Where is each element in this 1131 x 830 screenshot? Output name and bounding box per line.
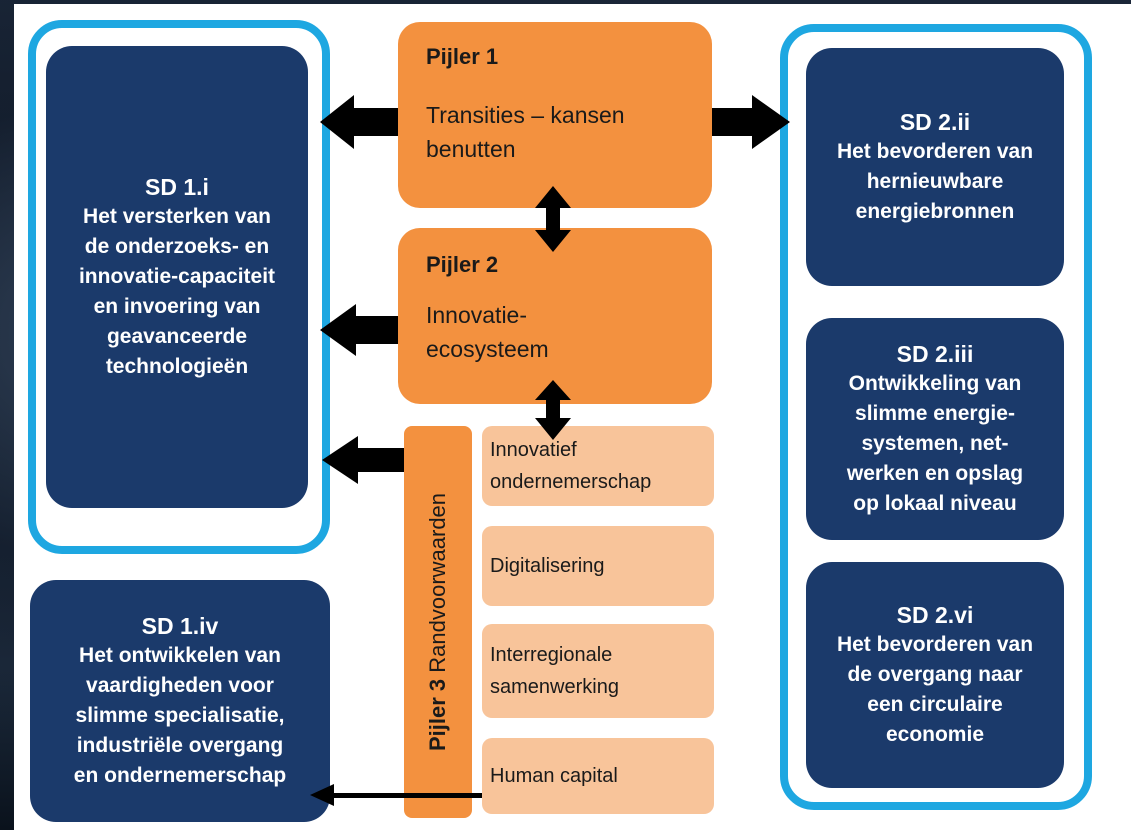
arrow-hc-to-sd1iv	[310, 784, 334, 806]
pillar-1-desc: Transities – kansen benutten	[426, 102, 625, 162]
sd-2iii-code: SD 2.iii	[896, 341, 974, 367]
sd-1i-box: SD 1.i Het versterken van de onderzoeks-…	[46, 46, 308, 508]
arrow-p1-to-sd2ii	[712, 95, 790, 149]
sd-2iii-box: SD 2.iii Ontwikkeling van slimme energie…	[806, 318, 1064, 540]
pillar-2-box: Pijler 2 Innovatie- ecosysteem	[398, 228, 712, 404]
arrow-p1-p2	[535, 186, 571, 252]
sd-2vi-desc: Het bevorderen van de overgang naar een …	[836, 633, 1034, 746]
arrow-p2-to-sd1i	[320, 304, 398, 356]
pillar-2-title: Pijler 2	[426, 252, 499, 277]
sd-1iv-code: SD 1.iv	[141, 613, 219, 639]
sd-1iv-desc: Het ontwikkelen van vaardigheden voor sl…	[73, 644, 287, 787]
sd-2ii-desc: Het bevorderen van hernieuwbare energieb…	[836, 140, 1034, 223]
condition-digitalisering: Digitalisering	[482, 526, 714, 606]
condition-human-capital: Human capital	[482, 738, 714, 814]
sd-1i-code: SD 1.i	[145, 174, 209, 200]
sd-2ii-box: SD 2.ii Het bevorderen van hernieuwbare …	[806, 48, 1064, 286]
pillar-1-box: Pijler 1 Transities – kansen benutten	[398, 22, 712, 208]
sd-1i-desc: Het versterken van de onderzoeks- en inn…	[78, 205, 276, 378]
condition-innovatief-ondernemerschap: Innovatief ondernemerschap	[482, 426, 714, 506]
arrow-p3-to-sd1i	[322, 436, 404, 484]
sd-2ii-code: SD 2.ii	[899, 109, 971, 135]
pillar-3-bar: Pijler 3 Randvoorwaarden	[404, 426, 472, 818]
arrow-p2-p3	[535, 380, 571, 440]
sd-1iv-box: SD 1.iv Het ontwikkelen van vaardigheden…	[30, 580, 330, 822]
pillar-2-desc: Innovatie- ecosysteem	[426, 302, 549, 362]
sd-2iii-desc: Ontwikkeling van slimme energie- systeme…	[846, 372, 1024, 515]
frame-left	[28, 20, 330, 554]
frame-right	[780, 24, 1092, 810]
pillar-1-title: Pijler 1	[426, 44, 499, 69]
arrow-p1-to-sd1i	[320, 95, 398, 149]
arrow-hc-shaft	[330, 793, 482, 798]
sd-2vi-box: SD 2.vi Het bevorderen van de overgang n…	[806, 562, 1064, 788]
condition-interregionale-samenwerking: Interregionale samenwerking	[482, 624, 714, 718]
sd-2vi-code: SD 2.vi	[896, 602, 974, 628]
